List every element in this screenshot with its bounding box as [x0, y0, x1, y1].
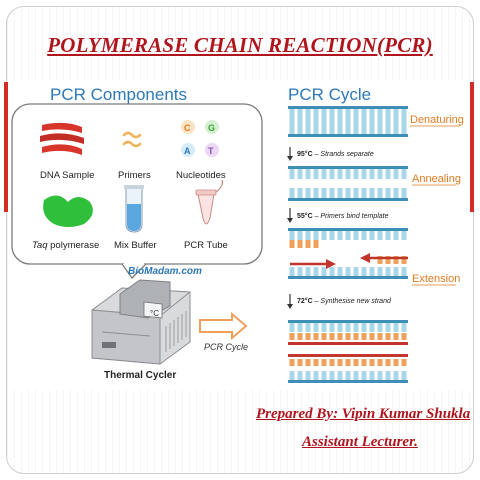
component-label-pcr-tube: PCR Tube: [184, 240, 228, 251]
pcr-cycle-arrow-label: PCR Cycle: [204, 342, 248, 352]
annealed-top-strand: [288, 228, 408, 231]
biomadam-watermark: BioMadam.com: [128, 266, 202, 277]
denatured-top-strand: [288, 166, 408, 169]
dsdna-top-strand: [288, 106, 408, 109]
credit-role: Assistant Lecturer.: [302, 434, 418, 450]
dsdna-bottom-strand: [288, 134, 408, 137]
stage-annealing: Annealing: [412, 173, 461, 185]
taq-polymerase-icon: [43, 195, 93, 227]
panel-pointer: [121, 263, 147, 280]
credit-prepared-by: Prepared By: Vipin Kumar Shukla: [256, 406, 471, 422]
step-arrow-1: [287, 147, 293, 161]
pcr-figure: PCR Components DNA Sample Primers C G A …: [10, 80, 470, 390]
cycler-screen-text: °C: [150, 309, 159, 318]
extension-arrow-left: [360, 253, 408, 263]
cycle-heading: PCR Cycle: [288, 85, 371, 104]
nucleotide-g: G: [208, 123, 215, 133]
product-2-new-strand: [288, 354, 408, 357]
left-red-bar: [4, 82, 8, 212]
thermal-cycler-icon: °C: [91, 279, 191, 365]
nucleotide-t: T: [208, 146, 214, 156]
thermal-cycler-label: Thermal Cycler: [104, 370, 176, 381]
dna-icon: [40, 122, 84, 155]
component-label-taq: Taq polymerase: [32, 240, 99, 251]
nucleotide-c: C: [184, 123, 191, 133]
pcr-cycle-arrow: [199, 311, 248, 341]
stage-extension: Extension: [412, 273, 460, 285]
annealed-bottom-strand: [288, 276, 408, 279]
extension-arrow-right: [290, 259, 336, 269]
component-label-primers: Primers: [118, 170, 151, 181]
nucleotides-icon: C G A T: [181, 120, 219, 157]
stage-denaturing: Denaturing: [410, 114, 464, 126]
denatured-bottom-strand: [288, 198, 408, 201]
pcr-tube-icon: [195, 179, 223, 225]
nucleotide-a: A: [184, 146, 191, 156]
step-label-2: 55°C – Primers bind template: [297, 212, 389, 220]
product-1-new-strand: [288, 342, 408, 345]
slide-title: POLYMERASE CHAIN REACTION(PCR): [47, 33, 433, 57]
product-2-template: [288, 380, 408, 383]
step-label-3: 72°C – Synthesise new strand: [297, 297, 392, 305]
component-label-nucleotides: Nucleotides: [176, 170, 226, 181]
components-heading: PCR Components: [50, 85, 187, 104]
component-label-dna: DNA Sample: [40, 170, 94, 181]
component-label-buffer: Mix Buffer: [114, 240, 157, 251]
test-tube-icon: [124, 185, 144, 233]
right-red-bar: [470, 82, 474, 212]
product-1-template: [288, 320, 408, 323]
step-arrow-2: [287, 208, 293, 223]
step-label-1: 95°C – Strands separate: [297, 150, 374, 158]
dna-strands: [288, 106, 408, 383]
primers-icon: [122, 131, 142, 148]
step-arrow-3: [287, 294, 293, 309]
